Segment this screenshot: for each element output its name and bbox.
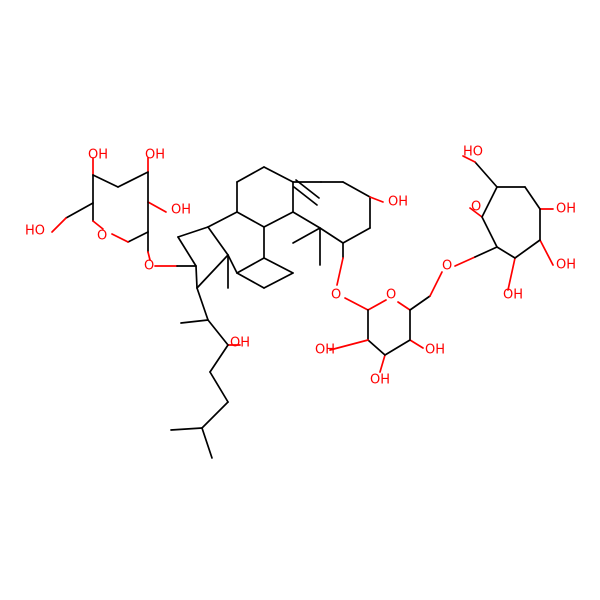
bond-line: [92, 220, 104, 230]
bond-line: [263, 257, 294, 274]
bond-line: [369, 196, 384, 203]
bond-line: [236, 257, 265, 274]
bond-line: [147, 251, 151, 261]
bond-line: [295, 179, 320, 199]
bond-line: [263, 272, 294, 289]
bond-line: [409, 339, 424, 349]
bond-line: [292, 211, 321, 229]
bond-line: [379, 354, 386, 373]
bond-line: [117, 171, 149, 188]
bond-line: [367, 339, 386, 356]
bond-line: [236, 211, 265, 228]
bond-line: [111, 233, 129, 243]
bond-line: [207, 211, 238, 228]
bond-line: [539, 239, 554, 266]
bond-line: [207, 319, 229, 346]
bond-line: [344, 297, 369, 311]
bond-line: [367, 299, 387, 311]
atom-label-ho: HO: [25, 224, 45, 239]
atom-label-o: O: [331, 288, 341, 303]
bond-lines: [51, 155, 554, 459]
atom-label-oh: OH: [88, 148, 108, 163]
atom-label-oh: OH: [425, 343, 445, 358]
bond-line: [236, 272, 265, 289]
bond-line: [462, 155, 476, 163]
atom-label-oh: OH: [171, 203, 191, 218]
bond-line: [127, 231, 149, 243]
bond-line: [496, 246, 516, 259]
bond-line: [170, 427, 203, 431]
bond-line: [209, 344, 229, 373]
atom-label-oh: OH: [503, 288, 523, 303]
bond-line: [293, 186, 318, 206]
bond-line: [481, 216, 498, 248]
atom-label-oh: OH: [145, 148, 165, 163]
atom-label-oh: OH: [388, 195, 408, 210]
atom-label-oh: OH: [315, 343, 335, 358]
bond-line: [207, 226, 229, 256]
bond-line: [196, 287, 209, 321]
atom-label-oh: OH: [556, 258, 576, 273]
atom-labels: OH OH OH HO O O OH OH O O O OH OH OH O H…: [25, 145, 576, 388]
bond-line: [342, 181, 371, 198]
bond-line: [524, 186, 541, 210]
bond-line: [384, 339, 411, 356]
bond-line: [474, 246, 498, 258]
atom-label-oh: OH: [556, 202, 576, 217]
bond-line: [196, 254, 229, 289]
bond-line: [51, 217, 67, 233]
atom-label-o: O: [386, 288, 396, 303]
bond-line: [507, 257, 516, 291]
atom-label-oh: OH: [370, 373, 390, 388]
atom-label-o: O: [97, 229, 107, 244]
bond-line: [319, 227, 344, 244]
atom-label-oh: OH: [230, 336, 250, 351]
bond-line: [236, 166, 265, 183]
bond-line: [336, 257, 344, 286]
atom-label-o: O: [471, 200, 481, 215]
bond-line: [147, 201, 167, 213]
atom-label-o: O: [442, 259, 452, 274]
bond-line: [409, 295, 431, 311]
bond-line: [514, 239, 541, 259]
bond-line: [454, 256, 476, 267]
bond-line: [469, 207, 483, 218]
bond-line: [177, 236, 197, 267]
bond-line: [180, 319, 209, 324]
bond-line: [429, 271, 443, 297]
bond-line: [209, 371, 229, 403]
bond-line: [201, 427, 213, 459]
atom-label-ho: HO: [463, 145, 483, 160]
bond-line: [177, 226, 209, 238]
bond-line: [65, 202, 94, 219]
bond-line: [195, 265, 198, 289]
bond-line: [92, 174, 119, 188]
bond-line: [397, 301, 411, 311]
bond-line: [329, 339, 369, 351]
atom-label-o: O: [144, 259, 154, 274]
bond-line: [474, 161, 498, 188]
bond-line: [292, 227, 321, 244]
bond-line: [342, 227, 371, 244]
bond-line: [263, 166, 294, 183]
bond-line: [201, 401, 229, 429]
bond-line: [227, 254, 238, 274]
bond-line: [481, 186, 498, 218]
bond-line: [263, 211, 294, 228]
